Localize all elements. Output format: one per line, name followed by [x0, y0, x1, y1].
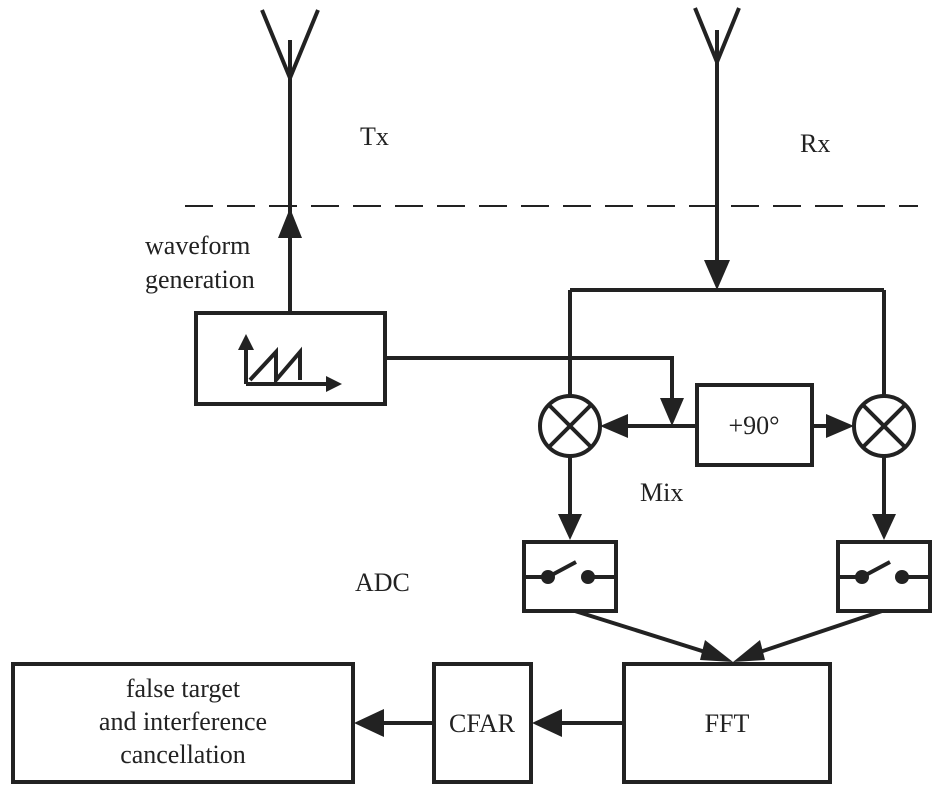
adc-right-arrowhead [872, 514, 896, 540]
cancel-line1: false target [126, 674, 241, 703]
fft-box [622, 662, 832, 784]
cancel-line2: and interference [99, 707, 267, 736]
waveform-label-line1: waveform [145, 231, 250, 260]
lo-arrowhead [660, 398, 684, 426]
mixer-right-arrowhead [826, 414, 854, 438]
adc-left-to-fft [574, 609, 719, 658]
rx-label: Rx [800, 129, 830, 158]
tx-label: Tx [360, 122, 389, 151]
adc-right-switch-icon [838, 560, 930, 584]
cfar-label: CFAR [449, 709, 516, 738]
sawtooth-icon [238, 334, 342, 392]
fft-label: FFT [705, 709, 750, 738]
fft-left-arrowhead [700, 640, 733, 662]
phase-shift-label: +90° [728, 411, 779, 440]
cfar-arrowhead [532, 709, 562, 737]
adc-left-switch-icon [524, 560, 616, 584]
fft-right-arrowhead [733, 640, 765, 662]
waveform-generator-box [194, 311, 387, 406]
mixer-left-multiplier-icon [538, 394, 602, 458]
cancellation-box [11, 662, 355, 784]
cancel-arrowhead [354, 709, 384, 737]
mixer-right-multiplier-icon [852, 394, 916, 458]
adc-left-arrowhead [558, 514, 582, 540]
mixer-left-arrowhead [600, 414, 628, 438]
adc-right-to-fft [747, 609, 883, 658]
lo-line [385, 356, 674, 408]
waveform-label-line2: generation [145, 265, 255, 294]
rx-arrowhead [704, 260, 730, 290]
cancel-line3: cancellation [120, 740, 246, 769]
tx-arrowhead [278, 208, 302, 238]
mix-label: Mix [640, 478, 683, 507]
adc-label: ADC [355, 568, 410, 597]
